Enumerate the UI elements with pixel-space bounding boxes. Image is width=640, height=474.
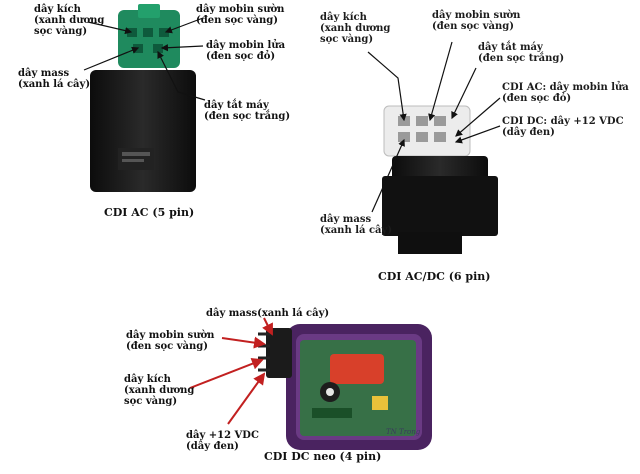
ac5-label-kich: dây kích (xanh dương sọc vàng)	[34, 4, 105, 37]
ac5-label-mass: dây mass (xanh lá cây)	[18, 68, 91, 90]
ac5-label-tat-may: dây tắt máy (đen sọc trắng)	[204, 100, 291, 122]
dc4-caption: CDI DC neo (4 pin)	[264, 450, 382, 463]
ac5-caption: CDI AC (5 pin)	[104, 206, 195, 219]
acdc6-label-cdi-ac: CDI AC: dây mobin lửa (đen sọc đỏ)	[502, 82, 629, 104]
ac5-label-mobin-suon: dây mobin sườn (đen sọc vàng)	[196, 4, 285, 26]
acdc6-caption: CDI AC/DC (6 pin)	[378, 270, 491, 283]
cdi-ac-5pin-module	[90, 4, 196, 192]
acdc6-label-cdi-dc: CDI DC: dây +12 VDC (dây đen)	[502, 116, 624, 138]
acdc6-label-tat-may: dây tắt máy (đen sọc trắng)	[478, 42, 565, 64]
cdi-acdc-6pin-leader-lines	[367, 41, 501, 213]
dc4-label-plus12: dây +12 VDC (dây đen)	[186, 430, 259, 452]
acdc6-label-kich: dây kích (xanh dương sọc vàng)	[320, 12, 391, 45]
cdi-dc-4pin-leader-arrows	[189, 317, 273, 425]
cdi-acdc-6pin-module	[382, 105, 498, 254]
cdi-dc-4pin-module	[258, 324, 432, 450]
dc4-label-mass: dây mass(xanh lá cây)	[206, 308, 330, 319]
dc4-label-kich: dây kích (xanh dương sọc vàng)	[124, 374, 195, 407]
dc4-credit: TN Trong	[386, 428, 421, 436]
acdc6-label-mass: dây mass (xanh lá cây)	[320, 214, 393, 236]
ac5-label-mobin-lua: dây mobin lửa (đen sọc đỏ)	[206, 40, 286, 62]
acdc6-label-mobin-suon: dây mobin sườn (đen sọc vàng)	[432, 10, 521, 32]
cdi-ac-5pin-leader-lines	[83, 17, 206, 101]
dc4-label-mobin-suon: dây mobin sườn (đen sọc vàng)	[126, 330, 215, 352]
